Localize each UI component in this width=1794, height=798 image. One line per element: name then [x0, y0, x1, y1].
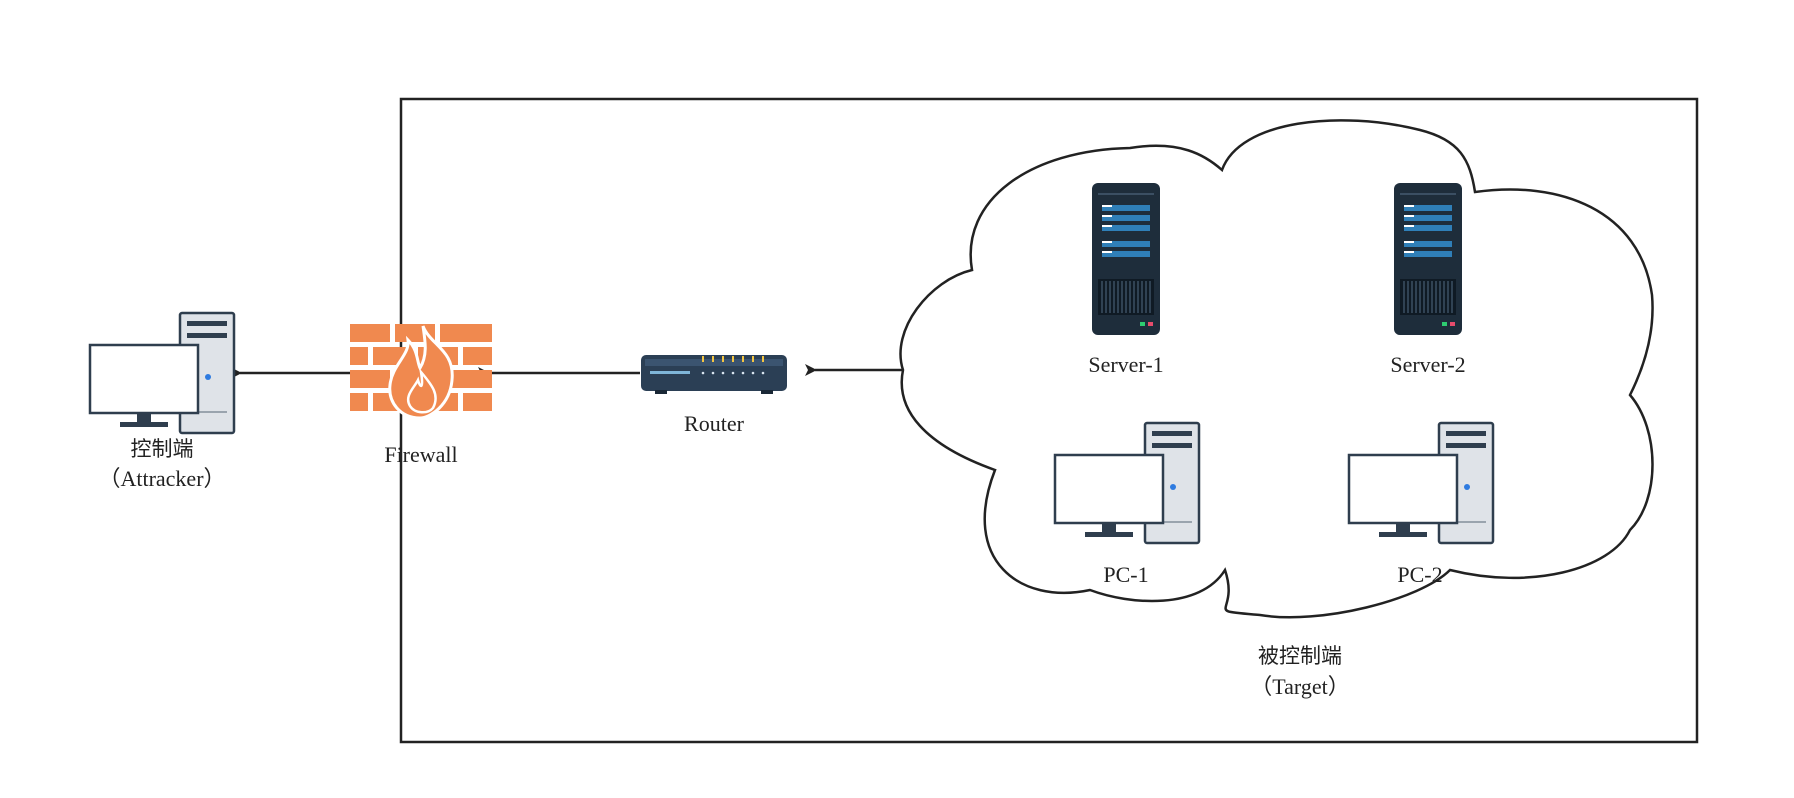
firewall-label: Firewall [384, 442, 457, 467]
pc-2-node: PC-2 [1347, 421, 1495, 587]
attacker-name: 控制端 [131, 437, 194, 461]
firewall-node: Firewall [350, 324, 492, 467]
server-1-label: Server-1 [1088, 352, 1163, 377]
target-subtitle: （Target） [1250, 674, 1349, 699]
router-icon [641, 355, 787, 394]
pc-1-node: PC-1 [1053, 421, 1201, 587]
server-2-node: Server-2 [1390, 182, 1466, 377]
server-2-label: Server-2 [1390, 352, 1465, 377]
target-network-cloud [899, 119, 1654, 619]
attacker-subtitle: （Attracker） [98, 466, 225, 491]
router-node: Router [641, 355, 787, 436]
server-icon [1091, 182, 1161, 336]
server-1-node: Server-1 [1088, 182, 1164, 377]
firewall-icon [350, 324, 492, 420]
pc-icon [88, 311, 236, 435]
router-label: Router [684, 411, 745, 436]
target-boundary [399, 97, 1699, 744]
target-name: 被控制端 [1258, 644, 1342, 668]
server-icon [1393, 182, 1463, 336]
pc-1-label: PC-1 [1103, 562, 1148, 587]
attacker-node: 控制端 （Attracker） [88, 311, 236, 491]
pc-2-label: PC-2 [1397, 562, 1442, 587]
